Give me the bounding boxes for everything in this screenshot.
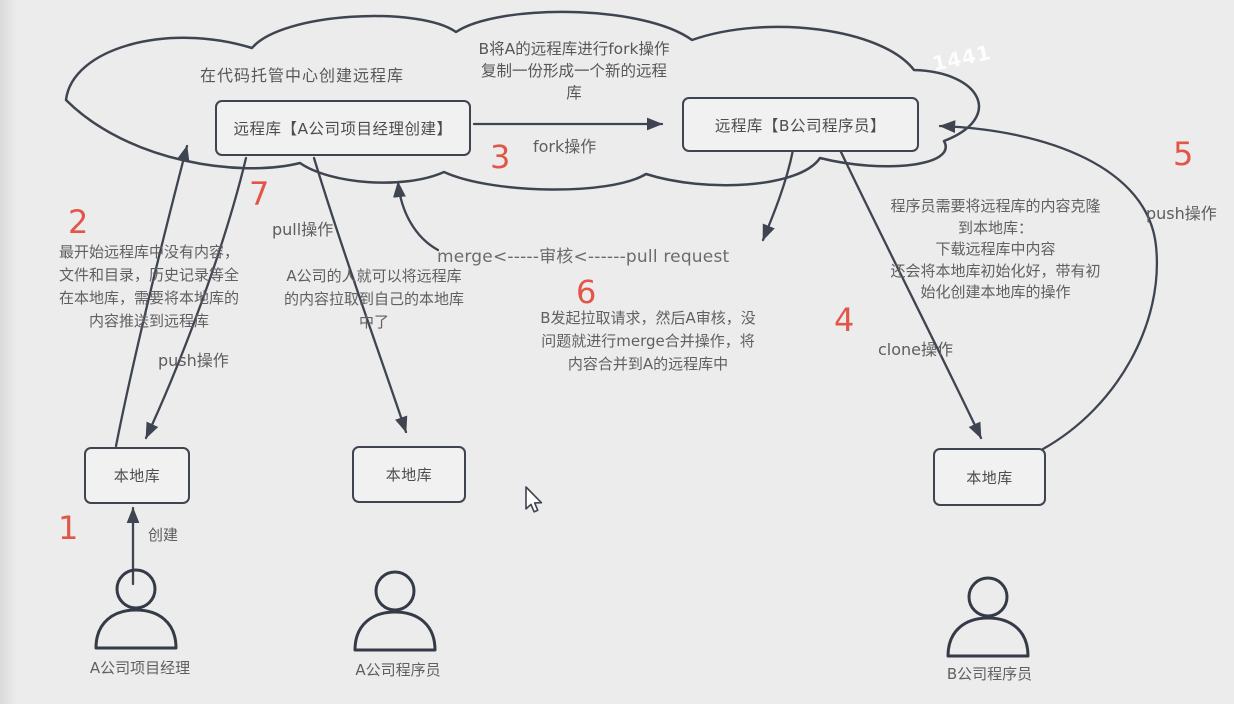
person-b-programmer-icon <box>946 576 1030 658</box>
pull-label: pull操作 <box>272 220 334 239</box>
step-4-number: 4 <box>834 301 855 339</box>
step-7-number: 7 <box>249 175 270 213</box>
person-a-manager-label: A公司项目经理 <box>89 659 191 677</box>
push-a-arrow <box>114 144 190 448</box>
merge-arrow <box>393 180 440 252</box>
step-6-note: B发起拉取请求，然后A审核，没 问题就进行merge合并操作，将 内容合并到A的… <box>540 309 756 373</box>
local-repo-node-1: 本地库 <box>84 447 190 504</box>
remote-repo-b-node: 远程库【B公司程序员】 <box>682 97 919 152</box>
fork-note: B将A的远程库进行fork操作 复制一份形成一个新的远程 库 <box>478 40 670 102</box>
step-3-number: 3 <box>490 138 511 176</box>
step-1-number: 1 <box>58 509 79 547</box>
person-a-programmer-label: A公司程序员 <box>355 661 441 679</box>
fork-label: fork操作 <box>533 137 597 156</box>
clone-label: clone操作 <box>878 340 954 359</box>
remote-repo-a-node: 远程库【A公司项目经理创建】 <box>215 100 471 156</box>
local-repo-node-2: 本地库 <box>352 446 466 503</box>
person-a-manager-icon <box>94 568 178 650</box>
create-label: 创建 <box>148 526 179 544</box>
merge-review-pullrequest-flow: merge<-----审核<------pull request <box>437 247 730 267</box>
push-b-label: push操作 <box>1146 204 1217 223</box>
pull-to-local1-arrow <box>144 156 248 440</box>
step-2-number: 2 <box>68 203 89 241</box>
step-2-note: 最开始远程库中没有内容， 文件和目录，历史记录等全 在本地库，需要将本地库的 内… <box>58 243 239 330</box>
local-repo-node-3: 本地库 <box>933 448 1046 506</box>
clone-arrow <box>838 148 983 440</box>
cloud-title: 在代码托管中心创建远程库 <box>200 66 405 85</box>
step-4-note: 程序员需要将远程库的内容克隆 到本地库： 下载远程库中内容 还会将本地库初始化好… <box>890 197 1101 301</box>
person-a-programmer-icon <box>353 570 437 652</box>
mouse-cursor-icon <box>525 486 543 513</box>
step-7-note: A公司的人就可以将远程库 的内容拉取到自己的本地库 中了 <box>283 267 464 331</box>
step-6-number: 6 <box>576 273 597 311</box>
push-b-arrow <box>938 120 1159 451</box>
pull-to-local2-arrow <box>312 156 408 434</box>
person-b-programmer-label: B公司程序员 <box>946 665 1033 683</box>
step-5-number: 5 <box>1173 135 1194 173</box>
pull-request-arrow <box>761 148 795 242</box>
push-a-label: push操作 <box>158 351 229 370</box>
